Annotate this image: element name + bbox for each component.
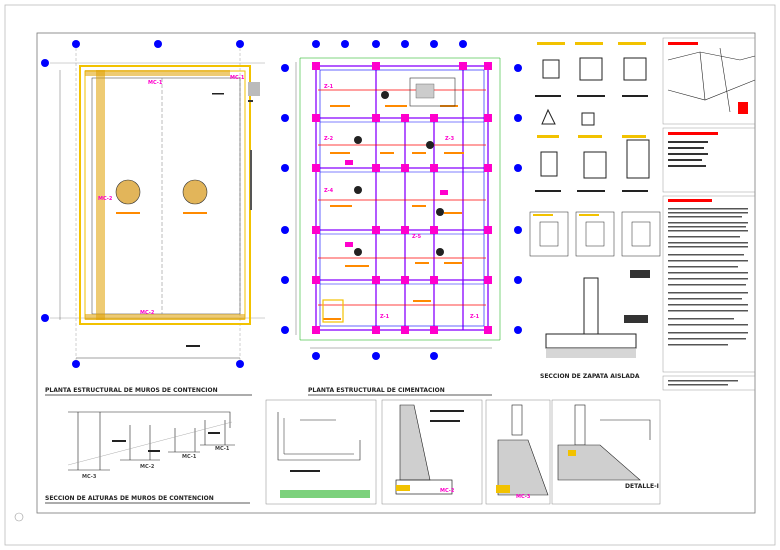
tag-mc3-detail: MC-3	[516, 494, 531, 500]
tag-z1-a: Z-1	[324, 84, 334, 90]
tag-mc3-height: MC-3	[82, 474, 97, 480]
sheet-outer-border	[4, 4, 776, 546]
tag-mc1-right: MC-1	[230, 75, 245, 81]
foundation-plan: Z-1 Z-2 Z-3 Z-4 Z-5 Z-1 Z-1 PLANTA ESTRU…	[281, 40, 522, 396]
tag-mc2-side: MC-2	[98, 196, 113, 202]
tag-z4-a: Z-4	[324, 188, 334, 194]
title-footing-section: SECCION DE ZAPATA AISLADA	[540, 373, 640, 380]
tag-mc2-bottom: MC-2	[140, 310, 155, 316]
column-sections	[529, 42, 661, 257]
tag-z2-a: Z-2	[324, 136, 334, 142]
origin-marker	[14, 512, 24, 522]
title-detail-1: DETALLE-I	[625, 483, 659, 490]
bottom-details: MC-2 MC-3 DETALLE-I	[265, 399, 661, 505]
tag-z1-b: Z-1	[380, 314, 390, 320]
tag-mc1-top: MC-1	[148, 80, 163, 86]
title-block	[662, 37, 756, 391]
title-foundation-plan: PLANTA ESTRUCTURAL DE CIMENTACION	[308, 387, 445, 394]
tag-mc1-height-a: MC-1	[182, 454, 197, 460]
tag-z3-a: Z-3	[445, 136, 455, 142]
isolated-footing-section: SECCION DE ZAPATA AISLADA	[540, 270, 650, 380]
wall-heights-section: MC-3 MC-2 MC-1 MC-1 SECCION DE ALTURAS D…	[45, 411, 250, 504]
title-retaining-wall-plan: PLANTA ESTRUCTURAL DE MUROS DE CONTENCIO…	[45, 387, 218, 394]
tag-mc2-detail: MC-2	[440, 488, 455, 494]
tag-z1-c: Z-1	[470, 314, 480, 320]
tag-z5-a: Z-5	[412, 234, 422, 240]
title-wall-heights: SECCION DE ALTURAS DE MUROS DE CONTENCIO…	[45, 495, 214, 502]
retaining-wall-plan: MC-1 MC-2 MC-2 MC-1 PLANTA ESTRUCTURAL D…	[41, 40, 265, 396]
tag-mc2-height: MC-2	[140, 464, 155, 470]
tag-mc1-height-b: MC-1	[215, 446, 230, 452]
